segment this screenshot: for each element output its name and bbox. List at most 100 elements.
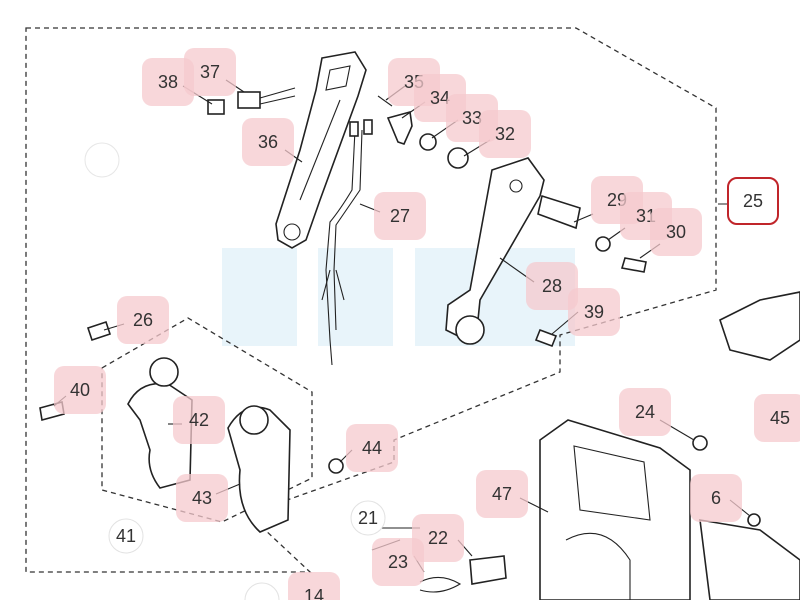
callout-37[interactable]: 37 [184, 48, 236, 96]
callout-47[interactable]: 47 [476, 470, 528, 518]
callout-highlight [374, 192, 426, 240]
screw-39-shape [534, 328, 558, 348]
callout-45[interactable]: 45 [754, 394, 800, 442]
callout-highlight [288, 572, 340, 600]
callout-14[interactable]: 14 [288, 572, 340, 600]
callout-highlight [54, 366, 106, 414]
callout-number: 39 [584, 302, 604, 322]
callout-number: 36 [258, 132, 278, 152]
callout-number: 30 [666, 222, 686, 242]
small-hardware-parts [39, 87, 761, 593]
pulley-22-shape [469, 555, 507, 585]
callout-number: 32 [495, 124, 515, 144]
callout-number: 21 [358, 508, 378, 528]
callout-number: 27 [390, 206, 410, 226]
callout-40[interactable]: 40 [54, 366, 106, 414]
callout-highlight [142, 58, 194, 106]
callout-cut[interactable] [244, 582, 280, 600]
callout-number: 26 [133, 310, 153, 330]
callout-22[interactable]: 22 [412, 514, 464, 562]
callout-number: 42 [189, 410, 209, 430]
knob-26-shape [86, 320, 112, 342]
empty-callout-circle [84, 142, 120, 178]
cap-38-shape [207, 99, 225, 115]
wiring-harness-part [321, 119, 373, 366]
mounting-bracket-part [539, 419, 691, 600]
callout-circle [108, 518, 144, 554]
switch-37-shape [237, 91, 261, 109]
callout-number: 44 [362, 438, 382, 458]
callout-26[interactable]: 26 [117, 296, 169, 344]
assembly-25-boundary [25, 27, 717, 573]
callout-highlight [184, 48, 236, 96]
callout-number: 47 [492, 484, 512, 504]
callout-highlight [650, 208, 702, 256]
callout-6[interactable]: 6 [690, 474, 742, 522]
callout-36[interactable]: 36 [242, 118, 294, 166]
callout-highlight [176, 474, 228, 522]
collar-32-shape [447, 147, 469, 169]
lever-34-shape [386, 110, 413, 145]
pin-29-shape [537, 194, 581, 230]
callout-highlight [619, 388, 671, 436]
callout-highlight [690, 474, 742, 522]
callout-highlight [117, 296, 169, 344]
callout-number: 34 [430, 88, 450, 108]
callout-25[interactable]: 25 [727, 177, 779, 225]
callout-number: 28 [542, 276, 562, 296]
callout-selected-border [727, 177, 779, 225]
right-arm-part [445, 157, 545, 345]
callout-highlight [412, 514, 464, 562]
callout-number: 38 [158, 72, 178, 92]
callout-number: 40 [70, 380, 90, 400]
callout-number: 6 [711, 488, 721, 508]
callout-number: 33 [462, 108, 482, 128]
callout-highlight [242, 118, 294, 166]
offscreen-part-45 [699, 291, 800, 600]
callout-23[interactable]: 23 [372, 538, 424, 586]
callout-highlight [479, 110, 531, 158]
left-arm-part [275, 51, 367, 249]
spring-35-shape [377, 95, 393, 107]
callout-32[interactable]: 32 [479, 110, 531, 158]
callout-30[interactable]: 30 [650, 208, 702, 256]
spring-23-shape [419, 576, 462, 593]
callout-number: 22 [428, 528, 448, 548]
callout-highlight [346, 424, 398, 472]
sub-assembly-41-boundary [101, 317, 313, 523]
callout-highlight [568, 288, 620, 336]
nut-24-shape [692, 435, 708, 451]
callout-number: 14 [304, 586, 324, 600]
callout-number: 41 [116, 526, 136, 546]
callout-highlight [372, 538, 424, 586]
callout-number: 43 [192, 488, 212, 508]
callout-circle [244, 582, 280, 600]
callout-highlight [476, 470, 528, 518]
washer-31-shape [595, 236, 611, 252]
callout-27[interactable]: 27 [374, 192, 426, 240]
callout-38[interactable]: 38 [142, 58, 194, 106]
callout-number: 45 [770, 408, 790, 428]
callout-24[interactable]: 24 [619, 388, 671, 436]
callout-number: 23 [388, 552, 408, 572]
callout-42[interactable]: 42 [173, 396, 225, 444]
callout-highlight [173, 396, 225, 444]
nut-6-shape [747, 513, 761, 527]
callout-21[interactable]: 21 [350, 500, 386, 536]
callout-43[interactable]: 43 [176, 474, 228, 522]
callout-number: 37 [200, 62, 220, 82]
callout-circle [350, 500, 386, 536]
callout-41[interactable]: 41 [108, 518, 144, 554]
callout-28[interactable]: 28 [526, 262, 578, 310]
callout-highlight [754, 394, 800, 442]
callout-highlight [526, 262, 578, 310]
nut-44-shape [328, 458, 344, 474]
callout-44[interactable]: 44 [346, 424, 398, 472]
bolt-30-shape [620, 257, 647, 273]
callout-number: 24 [635, 402, 655, 422]
callout-39[interactable]: 39 [568, 288, 620, 336]
callout-number: 25 [743, 191, 763, 211]
